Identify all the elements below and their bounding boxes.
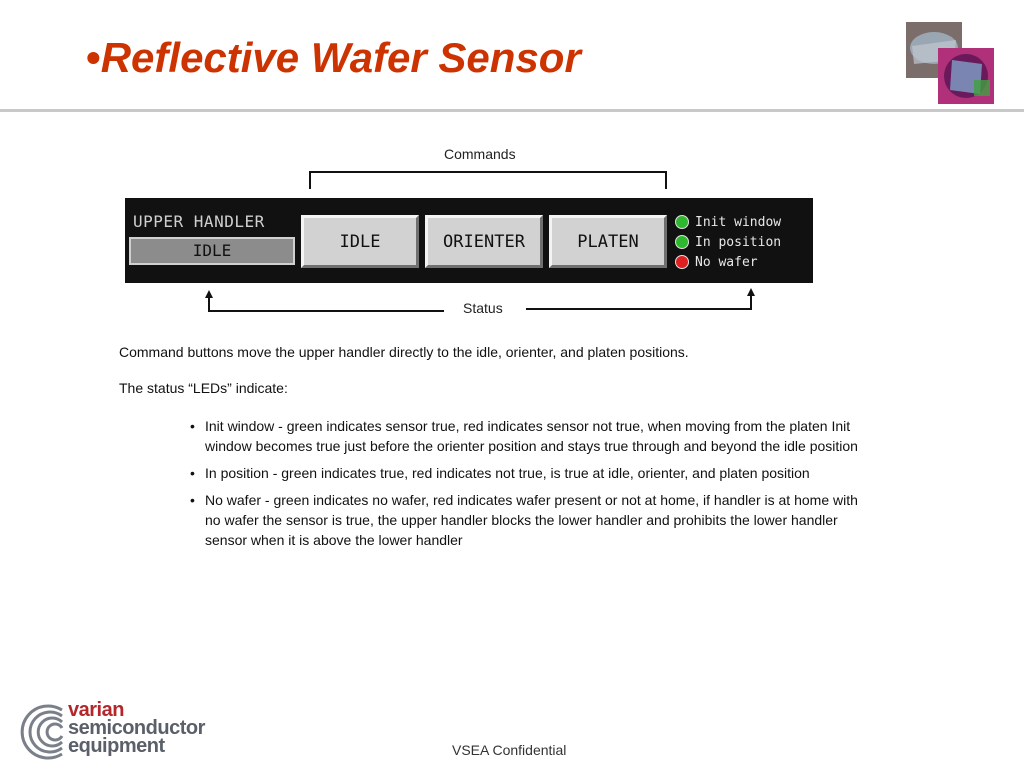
title-text: Reflective Wafer Sensor bbox=[100, 34, 581, 81]
orienter-button[interactable]: ORIENTER bbox=[425, 215, 543, 268]
led-row-init-window: Init window bbox=[675, 212, 781, 232]
commands-bracket bbox=[309, 171, 667, 189]
upper-handler-panel: UPPER HANDLER IDLE IDLE ORIENTER PLATEN … bbox=[125, 198, 813, 283]
brand-line-1: varian bbox=[68, 699, 124, 721]
status-leds: Init window In position No wafer bbox=[675, 212, 781, 272]
list-item: In position - green indicates true, red … bbox=[190, 463, 870, 483]
led-row-in-position: In position bbox=[675, 232, 781, 252]
in-position-led-icon bbox=[675, 235, 689, 249]
status-line-right bbox=[526, 308, 752, 310]
in-position-label: In position bbox=[695, 234, 782, 250]
brand-line-3: equipment bbox=[68, 735, 165, 757]
idle-button[interactable]: IDLE bbox=[301, 215, 419, 268]
status-line-left bbox=[208, 310, 444, 312]
list-item: No wafer - green indicates no wafer, red… bbox=[190, 490, 870, 550]
status-arrow-right-icon bbox=[747, 288, 755, 296]
list-item: Init window - green indicates sensor tru… bbox=[190, 416, 870, 456]
commands-label: Commands bbox=[444, 146, 516, 162]
title-divider bbox=[0, 109, 1024, 112]
init-window-label: Init window bbox=[695, 214, 782, 230]
status-label: Status bbox=[463, 300, 503, 316]
varian-logo-icon bbox=[20, 704, 64, 760]
brand-wordmark: varian semiconductor equipment bbox=[68, 699, 205, 757]
current-state-display: IDLE bbox=[129, 237, 295, 265]
slide-title: •Reflective Wafer Sensor bbox=[86, 34, 581, 82]
init-window-led-icon bbox=[675, 215, 689, 229]
confidential-footer: VSEA Confidential bbox=[452, 742, 567, 758]
brand-line-2: semiconductor bbox=[68, 717, 205, 739]
wafer-photo-icon bbox=[906, 22, 994, 104]
status-arrow-left-icon bbox=[205, 290, 213, 298]
led-row-no-wafer: No wafer bbox=[675, 252, 781, 272]
panel-title: UPPER HANDLER bbox=[133, 212, 265, 231]
no-wafer-label: No wafer bbox=[695, 254, 758, 270]
platen-button[interactable]: PLATEN bbox=[549, 215, 667, 268]
no-wafer-led-icon bbox=[675, 255, 689, 269]
intro-text: Command buttons move the upper handler d… bbox=[119, 344, 689, 360]
leds-heading: The status “LEDs” indicate: bbox=[119, 380, 288, 396]
led-descriptions: Init window - green indicates sensor tru… bbox=[190, 416, 870, 557]
title-bullet: • bbox=[86, 34, 101, 81]
status-line-left-vertical bbox=[208, 296, 210, 312]
status-line-right-vertical bbox=[750, 294, 752, 310]
